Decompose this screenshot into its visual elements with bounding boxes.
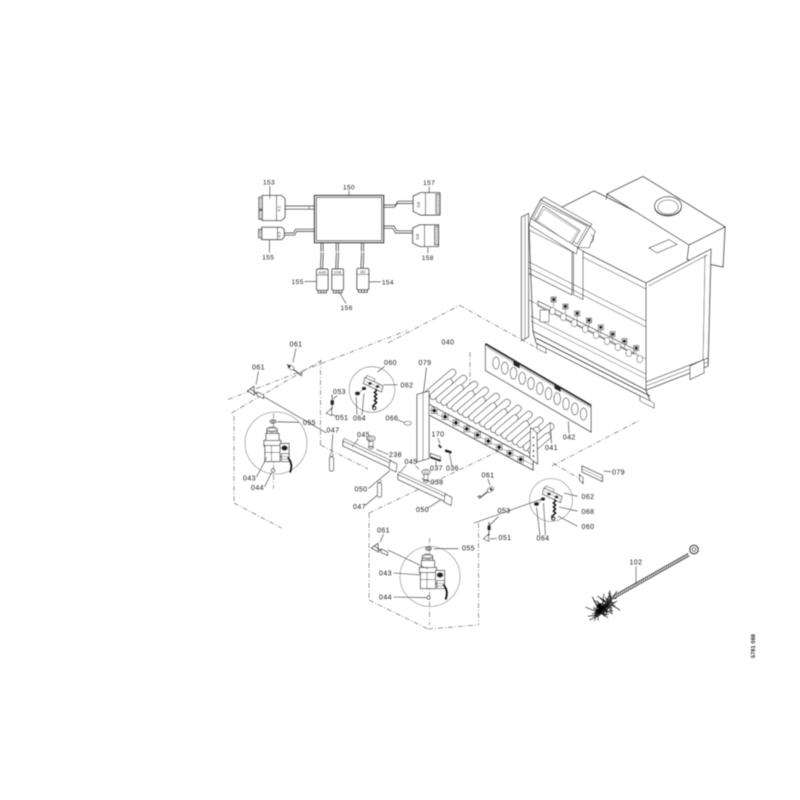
svg-text:051: 051 — [499, 535, 512, 542]
svg-text:050: 050 — [416, 507, 429, 514]
svg-text:047: 047 — [353, 504, 366, 511]
svg-text:045: 045 — [405, 459, 418, 466]
svg-text:061: 061 — [377, 528, 390, 535]
svg-text:153: 153 — [263, 180, 275, 187]
svg-text:068: 068 — [582, 509, 595, 516]
svg-text:043: 043 — [243, 476, 256, 483]
svg-text:102: 102 — [630, 560, 643, 567]
svg-text:036: 036 — [446, 466, 459, 473]
svg-text:150: 150 — [343, 185, 355, 192]
svg-text:053: 053 — [333, 389, 346, 396]
svg-text:157: 157 — [423, 180, 435, 187]
svg-text:047: 047 — [327, 428, 340, 435]
svg-text:5781 088: 5781 088 — [751, 634, 757, 658]
svg-text:044: 044 — [379, 595, 392, 602]
svg-text:41: 41 — [276, 205, 282, 211]
svg-text:045: 045 — [357, 432, 370, 439]
svg-text:156: 156 — [341, 305, 353, 312]
svg-text:043: 043 — [379, 571, 392, 578]
svg-text:051: 051 — [336, 415, 349, 422]
svg-text:238: 238 — [389, 452, 402, 459]
svg-text:055: 055 — [303, 420, 316, 427]
svg-text:050: 050 — [355, 487, 368, 494]
svg-text:155: 155 — [292, 279, 304, 286]
svg-text:062: 062 — [401, 383, 414, 390]
svg-text:079: 079 — [419, 360, 432, 367]
svg-text:448: 448 — [318, 270, 326, 275]
svg-text:041: 041 — [545, 445, 558, 452]
svg-text:061: 061 — [290, 342, 303, 349]
svg-text:053: 053 — [498, 508, 511, 515]
svg-text:037: 037 — [430, 466, 443, 473]
svg-text:58: 58 — [415, 233, 421, 239]
svg-text:042: 042 — [563, 435, 576, 442]
svg-text:90: 90 — [360, 269, 366, 274]
svg-text:208: 208 — [334, 270, 342, 275]
svg-text:060: 060 — [582, 524, 595, 531]
svg-text:060: 060 — [384, 360, 397, 367]
svg-text:044: 044 — [251, 485, 264, 492]
svg-text:155: 155 — [262, 255, 274, 262]
svg-text:154: 154 — [382, 280, 394, 287]
svg-text:061: 061 — [252, 365, 265, 372]
svg-text:066: 066 — [386, 416, 399, 423]
svg-text:079: 079 — [612, 470, 625, 477]
svg-text:064: 064 — [537, 536, 550, 543]
svg-text:038: 038 — [431, 480, 444, 487]
svg-text:43: 43 — [277, 231, 283, 237]
svg-text:064: 064 — [353, 416, 366, 423]
svg-text:040: 040 — [442, 340, 455, 347]
svg-text:061: 061 — [482, 473, 495, 480]
svg-text:055: 055 — [462, 546, 475, 553]
svg-text:158: 158 — [422, 255, 434, 262]
svg-text:58: 58 — [416, 201, 422, 207]
svg-text:062: 062 — [582, 494, 595, 501]
svg-text:170: 170 — [432, 432, 445, 439]
